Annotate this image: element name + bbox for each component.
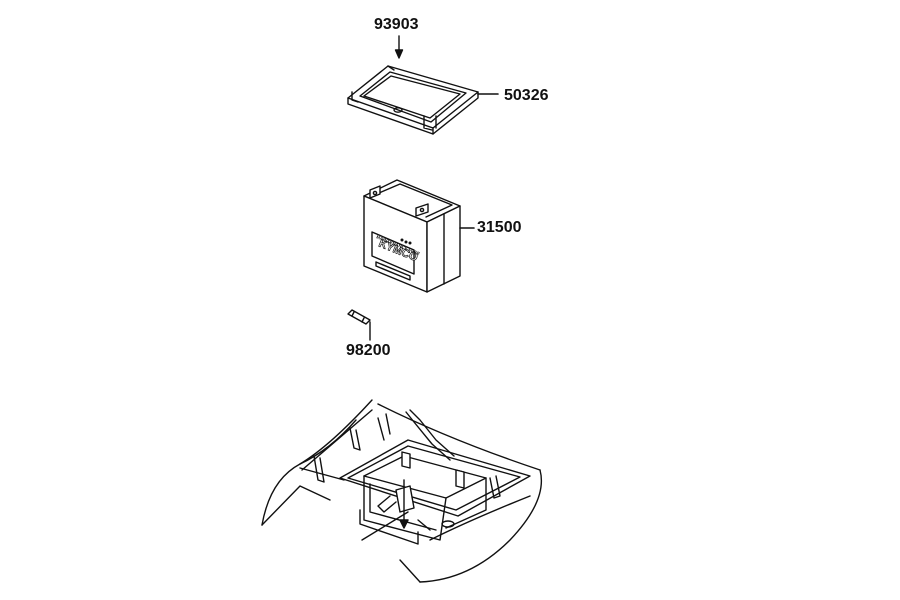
- bolt-part: [394, 35, 404, 59]
- battery-part: [363, 179, 475, 293]
- part-number-battery: 31500: [477, 219, 522, 236]
- part-number-fuse: 98200: [346, 342, 391, 359]
- frame-assembly: [261, 399, 543, 583]
- part-number-bolt: 93903: [374, 16, 419, 33]
- battery-cover-part: [347, 65, 499, 135]
- fuse-part: [347, 309, 371, 341]
- part-number-cover: 50326: [504, 87, 549, 104]
